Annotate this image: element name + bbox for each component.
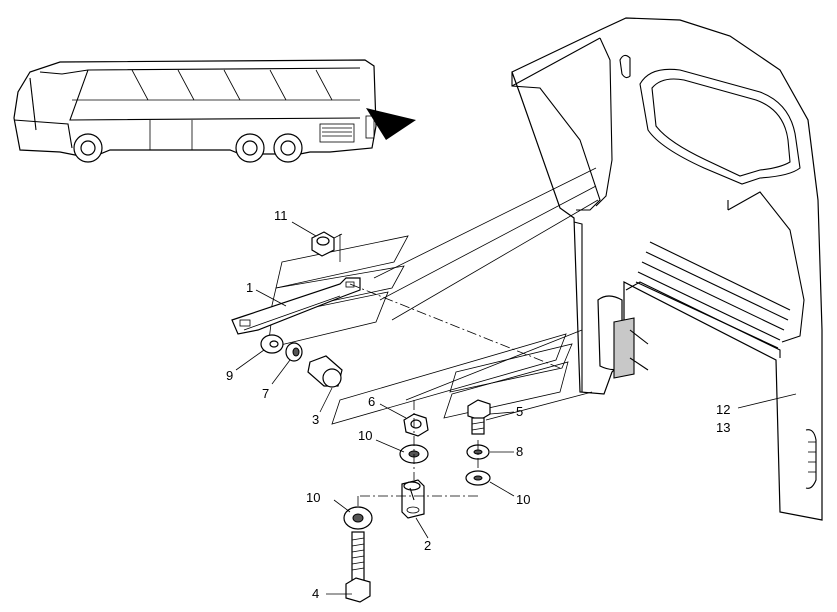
callout-6: 6 (368, 394, 375, 409)
assembly-axes (349, 283, 561, 508)
callout-labels: 11 1 9 7 3 6 10 10 4 2 5 8 10 12 13 (226, 208, 730, 601)
callout-8: 8 (516, 444, 523, 459)
part-washer-7 (285, 342, 303, 362)
callout-10-c: 10 (516, 492, 530, 507)
callout-9: 9 (226, 368, 233, 383)
part-washer-9 (260, 334, 284, 354)
part-bracket-1 (231, 277, 361, 335)
callout-5: 5 (516, 404, 523, 419)
callout-1: 1 (246, 280, 253, 295)
callout-13: 13 (716, 420, 730, 435)
callout-7: 7 (262, 386, 269, 401)
callout-10-a: 10 (358, 428, 372, 443)
part-washer-10-c (465, 470, 491, 486)
location-arrow (366, 108, 416, 140)
part-washer-10-b (343, 506, 373, 530)
leader-lines (235, 221, 797, 595)
callout-2: 2 (424, 538, 431, 553)
callout-4: 4 (312, 586, 319, 601)
part-nut-6 (403, 413, 429, 437)
side-panel-12-13 (511, 17, 823, 521)
part-bolt-4 (345, 531, 371, 603)
part-bolt-3 (307, 355, 343, 388)
callout-3: 3 (312, 412, 319, 427)
callout-10-b: 10 (306, 490, 320, 505)
callout-12: 12 (716, 402, 730, 417)
bus-overview (13, 59, 377, 163)
part-clip-2 (401, 479, 425, 519)
part-nut-11 (311, 231, 343, 262)
part-bolt-5 (467, 399, 491, 435)
callout-11: 11 (274, 208, 288, 223)
assembly-guide-planes (267, 167, 599, 425)
